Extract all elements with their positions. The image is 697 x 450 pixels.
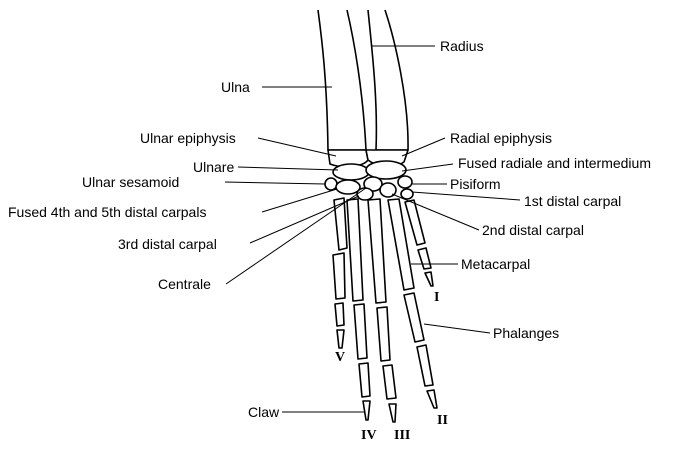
digit-iv — [346, 198, 371, 421]
digit-label-i: I — [434, 290, 439, 305]
label-centrale: Centrale — [158, 276, 211, 292]
digit-label-iii: III — [394, 428, 410, 443]
third-distal-carpal-bone — [356, 187, 374, 201]
label-ulnar-sesamoid: Ulnar sesamoid — [82, 174, 179, 190]
pisiform-bone — [397, 175, 413, 189]
label-ulnar-epiphysis: Ulnar epiphysis — [140, 130, 236, 146]
fused-4th-5th-carpals-bone — [335, 179, 361, 195]
label-claw: Claw — [248, 404, 280, 420]
digit-label-v: V — [335, 350, 345, 365]
digit-label-iv: IV — [361, 428, 377, 443]
label-second-distal-carpal: 2nd distal carpal — [482, 222, 584, 238]
label-pisiform: Pisiform — [450, 176, 501, 192]
label-fused-4th-5th-distal-carpals: Fused 4th and 5th distal carpals — [8, 204, 206, 220]
label-radius: Radius — [440, 38, 484, 54]
label-metacarpal: Metacarpal — [461, 256, 530, 272]
digit-label-ii: II — [437, 413, 448, 428]
carpal-bones — [324, 160, 414, 201]
label-ulna: Ulna — [221, 79, 250, 95]
label-ulnare: Ulnare — [193, 159, 234, 175]
second-distal-carpal-bone — [379, 182, 397, 198]
label-third-distal-carpal: 3rd distal carpal — [118, 236, 217, 252]
label-fused-radiale-intermedium: Fused radiale and intermedium — [458, 155, 651, 171]
leader-lines — [224, 45, 521, 413]
digit-ii — [387, 198, 438, 409]
label-first-distal-carpal: 1st distal carpal — [524, 193, 621, 209]
label-phalanges: Phalanges — [493, 325, 559, 341]
ulnare-bone — [332, 163, 370, 181]
radius-bone — [367, 9, 409, 151]
digit-v — [332, 197, 348, 349]
ulna-bone — [317, 9, 367, 151]
ulnar-sesamoid-bone — [324, 177, 338, 191]
label-radial-epiphysis: Radial epiphysis — [450, 130, 552, 146]
centrale-bone — [363, 176, 383, 192]
digit-i — [404, 199, 434, 287]
first-distal-carpal-bone — [400, 188, 414, 200]
digit-iii — [367, 198, 397, 423]
